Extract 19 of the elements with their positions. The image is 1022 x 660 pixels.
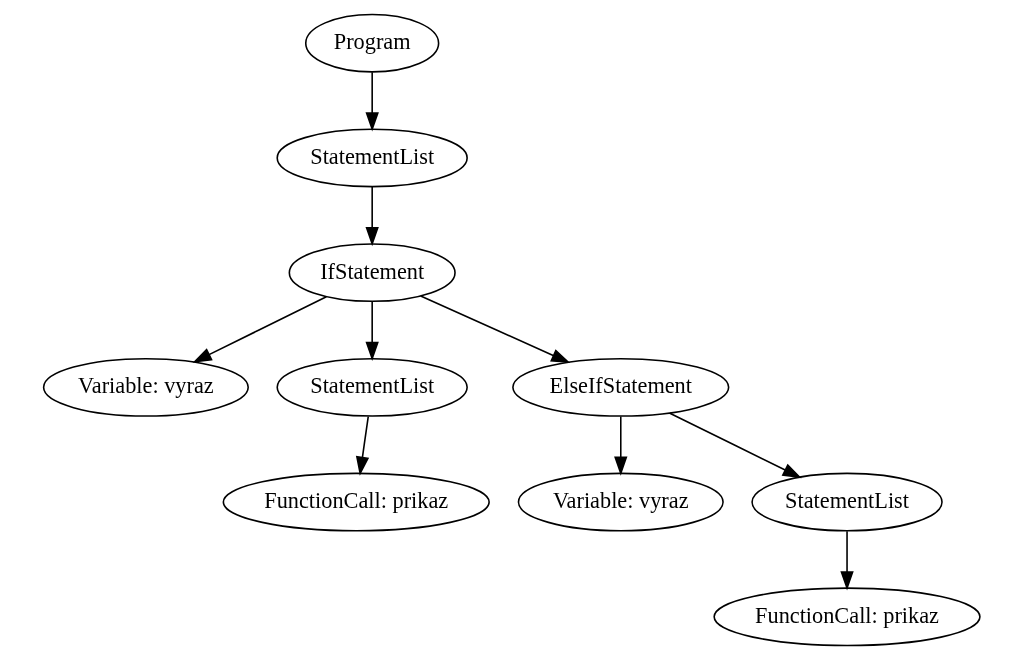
arrow [364, 71, 379, 132]
arrow [355, 415, 369, 476]
arrow [419, 295, 570, 364]
arrow [364, 301, 379, 361]
node-ellipse: StatementList [275, 128, 468, 188]
node-ellipse: Variable: vyraz [517, 472, 724, 532]
node-ellipse: FunctionCall: prikaz [712, 587, 981, 647]
node-ellipse: ElseIfStatement [511, 357, 729, 417]
arrow [668, 412, 802, 479]
arrow [192, 296, 327, 363]
arrow [364, 186, 379, 247]
node-ellipse: StatementList [750, 472, 943, 532]
node-ellipse: StatementList [275, 357, 468, 417]
node-ellipse: Variable: vyraz [42, 357, 249, 417]
node-ellipse: Program [304, 13, 439, 73]
arrow [613, 415, 627, 476]
node-ellipse: IfStatement [288, 243, 456, 303]
node-ellipse: FunctionCall: prikaz [222, 472, 490, 532]
arrow [839, 530, 854, 591]
